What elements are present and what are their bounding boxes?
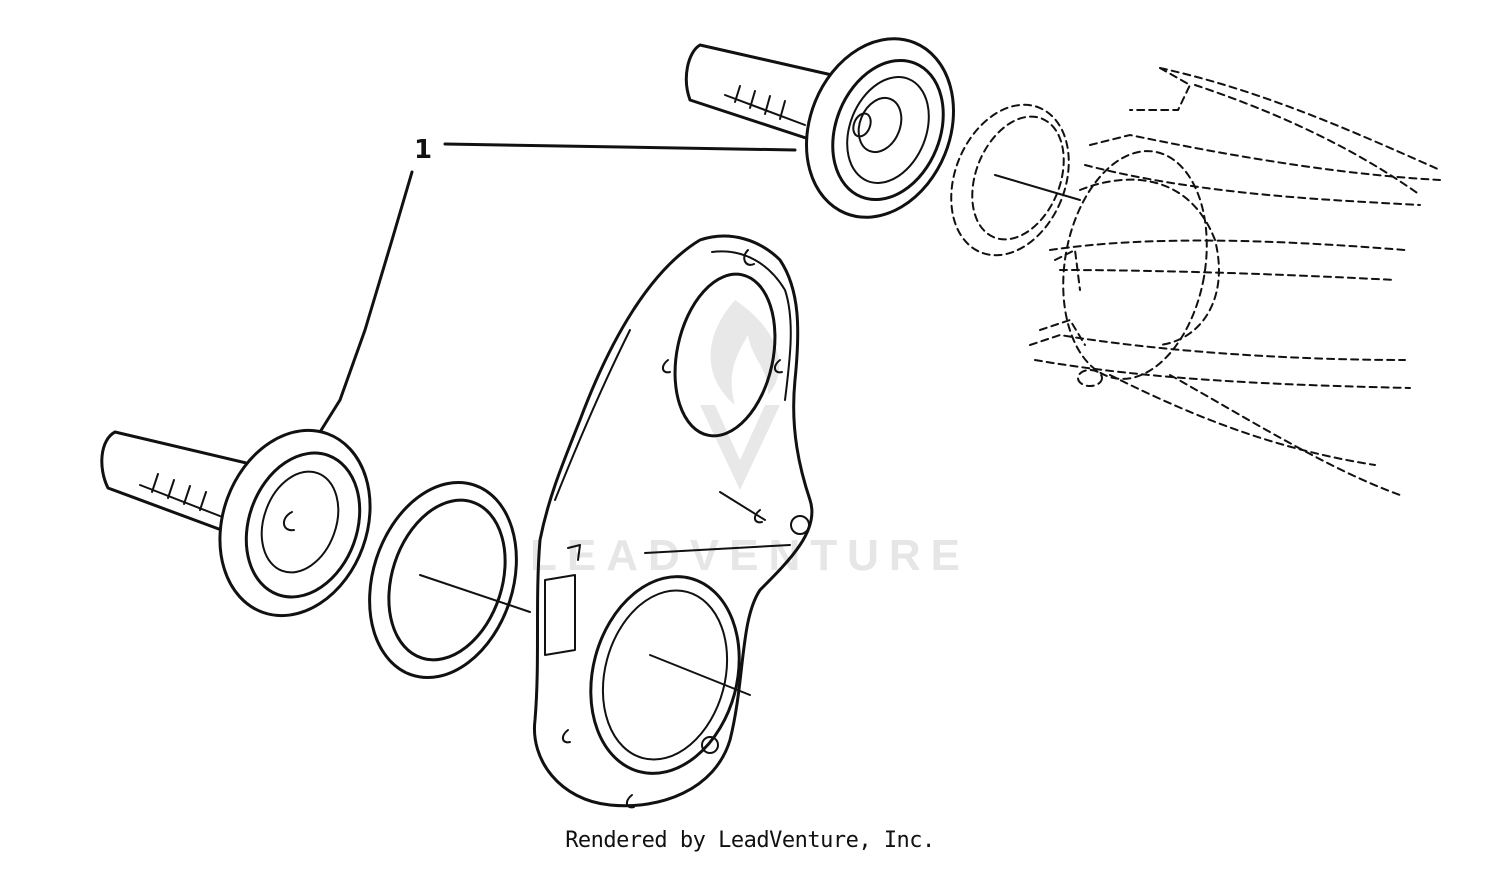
callout-1: 1 [318, 135, 797, 434]
rendered-by-credit: Rendered by LeadVenture, Inc. [565, 828, 935, 853]
axle-shaft-lower [100, 428, 372, 618]
seal-lower [368, 480, 531, 680]
leader-line-upper [443, 142, 797, 152]
callout-label: 1 [414, 135, 432, 165]
watermark-logo-icon [700, 300, 780, 490]
seal-upper [950, 103, 1081, 257]
gear-case-cover [532, 234, 814, 809]
watermark-text: LEADVENTURE [530, 531, 970, 580]
leader-line-lower [318, 170, 414, 434]
tine-assembly [1029, 67, 1441, 496]
watermark: LEADVENTURE [530, 300, 970, 580]
axle-shaft-upper [684, 37, 955, 219]
